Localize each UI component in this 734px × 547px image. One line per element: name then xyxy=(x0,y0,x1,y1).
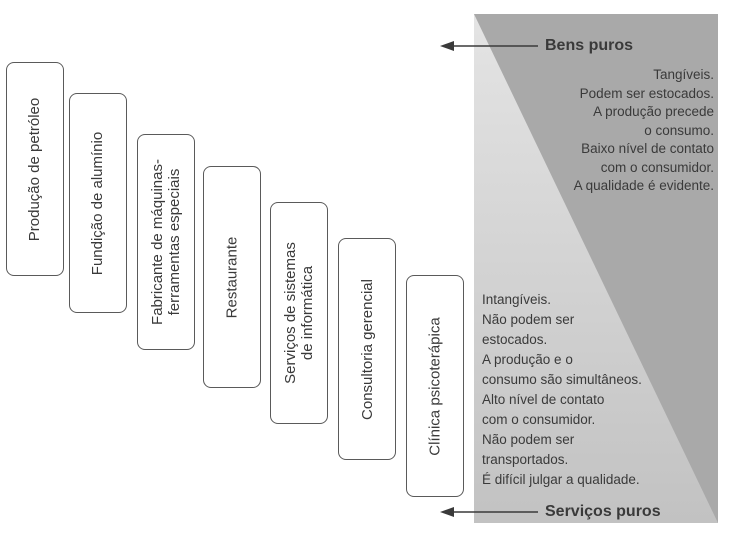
servicos-line: A produção e o xyxy=(482,352,573,367)
servicos-line: É difícil julgar a qualidade. xyxy=(482,472,640,487)
box-label: Fabricante de máquinas- ferramentas espe… xyxy=(149,159,183,325)
bens-line: A qualidade é evidente. xyxy=(573,178,714,193)
servicos-line: estocados. xyxy=(482,332,548,347)
box-label: Clínica psicoterápica xyxy=(426,316,444,456)
bens-puros-description: Tangíveis. Podem ser estocados. A produç… xyxy=(574,66,714,196)
servicos-line: Não podem ser xyxy=(482,312,575,327)
servicos-line: transportados. xyxy=(482,452,569,467)
bens-line: A produção precede xyxy=(593,104,714,119)
servicos-line: Não podem ser xyxy=(482,432,575,447)
bens-line: com o consumidor. xyxy=(600,159,714,175)
box-label: Serviços de sistemas de informática xyxy=(282,242,316,384)
servicos-puros-description: Intangíveis. Não podem ser estocados. A … xyxy=(482,290,642,490)
bens-puros-title: Bens puros xyxy=(545,37,634,54)
servicos-line: consumo são simultâneos. xyxy=(482,372,642,387)
box-label: Fundição de alumínio xyxy=(89,131,107,275)
bens-line: Baixo nível de contato xyxy=(581,141,714,156)
box-fundicao-aluminio: Fundição de alumínio xyxy=(69,93,127,313)
servicos-line: Alto nível de contato xyxy=(482,392,605,407)
bens-line: Podem ser estocados. xyxy=(579,85,714,101)
box-servicos-informatica: Serviços de sistemas de informática xyxy=(270,202,328,424)
box-clinica-psicoterapica: Clínica psicoterápica xyxy=(406,275,464,497)
servicos-puros-title: Serviços puros xyxy=(545,503,661,520)
box-label: Consultoria gerencial xyxy=(358,278,376,420)
box-consultoria-gerencial: Consultoria gerencial xyxy=(338,238,396,460)
bens-line: Tangíveis. xyxy=(653,67,714,82)
box-restaurante: Restaurante xyxy=(203,166,261,388)
arrow-servicos xyxy=(440,507,538,517)
arrow-bens xyxy=(440,41,538,51)
box-producao-petroleo: Produção de petróleo xyxy=(6,62,64,276)
box-label: Restaurante xyxy=(223,236,241,318)
box-fabricante-maquinas: Fabricante de máquinas- ferramentas espe… xyxy=(137,134,195,350)
panel-dark-wedge xyxy=(474,14,718,523)
box-label: Produção de petróleo xyxy=(26,97,44,241)
servicos-line: com o consumidor. xyxy=(482,412,596,427)
servicos-line: Intangíveis. xyxy=(482,292,552,307)
bens-line: o consumo. xyxy=(644,122,714,138)
